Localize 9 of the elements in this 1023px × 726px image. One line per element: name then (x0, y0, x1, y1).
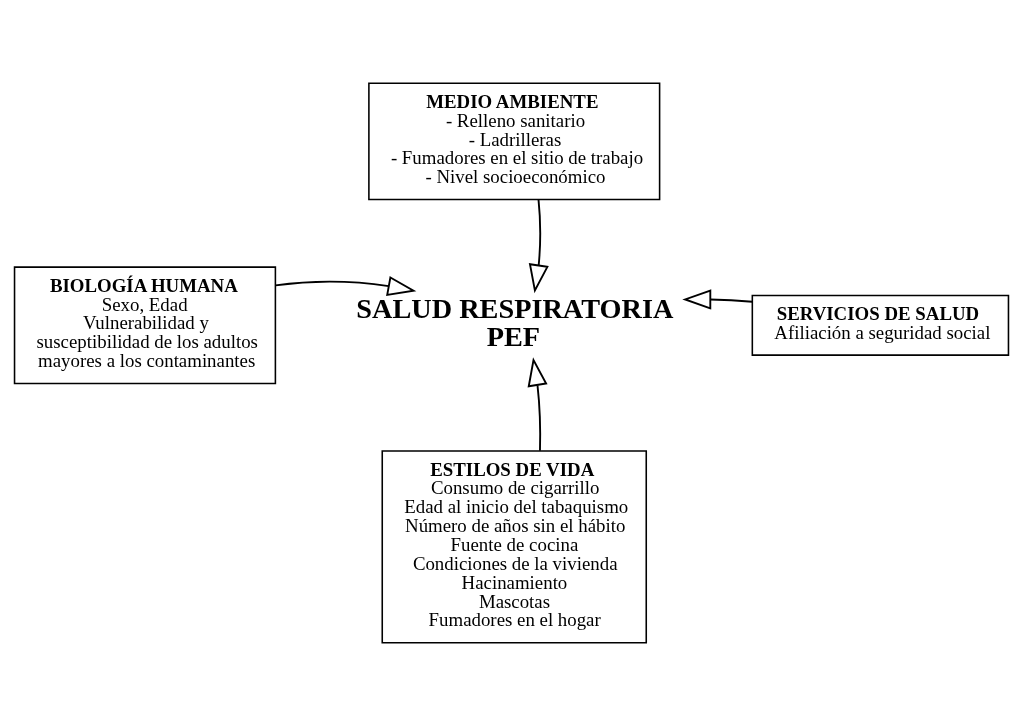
arrow (528, 198, 549, 294)
node-text: SALUD RESPIRATORIA PEF (356, 293, 674, 353)
node-box: MEDIO AMBIENTE - Relleno sanitario - Ladrilleras - Fumadores en el sitio de trabajo - Nivel socioeconómico (368, 82, 661, 201)
arrow (274, 276, 417, 296)
node-box: ESTILOS DE VIDA Consumo de cigarrillo Edad al inicio del tabaquismo Número de años sin el hábito Fuente de cocina Condiciones de la vivienda Hacinamiento Mascotas Fumadores en el hogar (381, 450, 648, 644)
node-box: BIOLOGÍA HUMANA Sexo, Edad Vulnerabilidad y susceptibilidad de los adultos mayores a los contaminantes (13, 266, 277, 385)
arrow (527, 357, 548, 452)
arrow (682, 289, 754, 310)
node-box: SERVICIOS DE SALUD Afiliación a seguridad social (751, 294, 1010, 356)
